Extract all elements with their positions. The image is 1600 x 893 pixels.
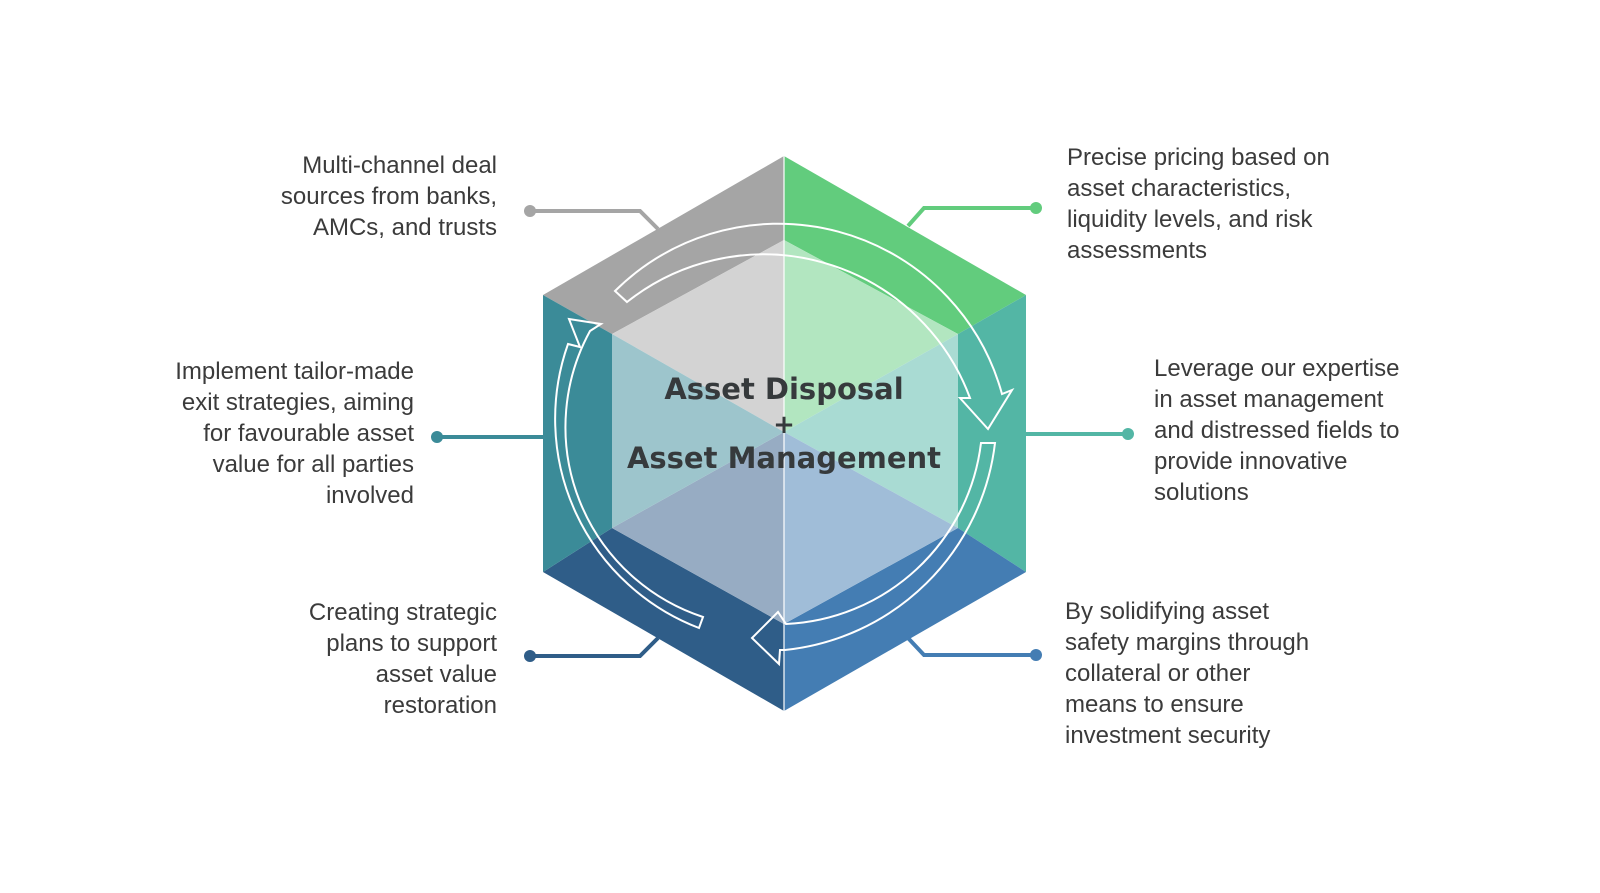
- outer-face-top-right: [784, 156, 1026, 334]
- description-line: means to ensure: [1065, 691, 1244, 718]
- inner-face-bottom-left: [612, 432, 784, 624]
- outer-face-bottom-left: [543, 528, 784, 711]
- description-line: safety margins through: [1065, 629, 1310, 656]
- description-line: investment security: [1065, 722, 1271, 749]
- cycle-arrow-bottom-icon: [750, 442, 997, 667]
- connector-top-right: [906, 206, 1036, 228]
- description-line: in asset management: [1154, 386, 1384, 413]
- description-line: value for all parties: [212, 451, 414, 478]
- description-top-right: Precise pricing based on asset character…: [1067, 142, 1330, 266]
- cycle-arrows: [554, 222, 1015, 667]
- description-line: collateral or other: [1065, 660, 1251, 687]
- description-line: plans to support: [326, 630, 497, 657]
- outer-face-left: [543, 295, 612, 572]
- description-left: Implement tailor-made exit strategies, a…: [175, 356, 414, 511]
- description-line: Precise pricing based on: [1067, 144, 1330, 171]
- description-line: restoration: [383, 692, 497, 719]
- description-right: Leverage our expertise in asset manageme…: [1154, 353, 1399, 508]
- cycle-arrow-left-icon: [554, 317, 705, 630]
- center-title-line1: Asset Disposal: [664, 372, 903, 406]
- inner-faces: [612, 240, 958, 624]
- connector-top-left: [530, 209, 660, 231]
- description-line: assessments: [1067, 237, 1208, 264]
- description-bottom-right: By solidifying asset safety margins thro…: [1065, 596, 1309, 751]
- cycle-arrow-top-icon: [613, 222, 1015, 431]
- inner-face-top-right: [784, 240, 958, 432]
- connector-bottom-right: [906, 636, 1036, 657]
- inner-face-bottom-right: [784, 432, 958, 624]
- description-line: Implement tailor-made: [175, 358, 414, 385]
- description-line: asset value: [375, 661, 497, 688]
- description-top-left: Multi-channel deal sources from banks, A…: [281, 150, 497, 243]
- center-title-line2: Asset Management: [627, 441, 941, 475]
- description-line: Leverage our expertise: [1154, 355, 1400, 382]
- connector-dot-right: [1122, 428, 1134, 440]
- outer-face-right: [958, 295, 1026, 572]
- description-line: involved: [325, 482, 414, 509]
- inner-face-right: [784, 334, 958, 528]
- connector-dot-left: [431, 431, 443, 443]
- connector-bottom-left: [530, 636, 660, 658]
- description-line: asset characteristics,: [1067, 175, 1292, 202]
- connector-dot-top-left: [524, 205, 536, 217]
- description-line: sources from banks,: [280, 183, 497, 210]
- description-line: and distressed fields to: [1154, 417, 1400, 444]
- inner-face-top-left: [612, 240, 784, 432]
- description-line: AMCs, and trusts: [312, 214, 497, 241]
- description-line: Creating strategic: [308, 599, 497, 626]
- description-line: for favourable asset: [203, 420, 414, 447]
- outer-face-top-left: [543, 156, 784, 334]
- description-bottom-left: Creating strategic plans to support asse…: [309, 597, 497, 721]
- description-line: liquidity levels, and risk: [1067, 206, 1313, 233]
- description-line: By solidifying asset: [1065, 598, 1270, 625]
- connector-dot-bottom-right: [1030, 649, 1042, 661]
- description-line: exit strategies, aiming: [181, 389, 414, 416]
- center-title-plus: +: [773, 410, 795, 440]
- inner-face-left: [612, 334, 784, 528]
- description-line: Multi-channel deal: [302, 152, 497, 179]
- connector-dot-bottom-left: [524, 650, 536, 662]
- outer-faces: [543, 156, 1026, 711]
- description-line: solutions: [1154, 479, 1249, 506]
- description-line: provide innovative: [1154, 448, 1348, 475]
- connector-dot-top-right: [1030, 202, 1042, 214]
- connectors: [431, 202, 1134, 662]
- outer-face-bottom-right: [784, 528, 1026, 711]
